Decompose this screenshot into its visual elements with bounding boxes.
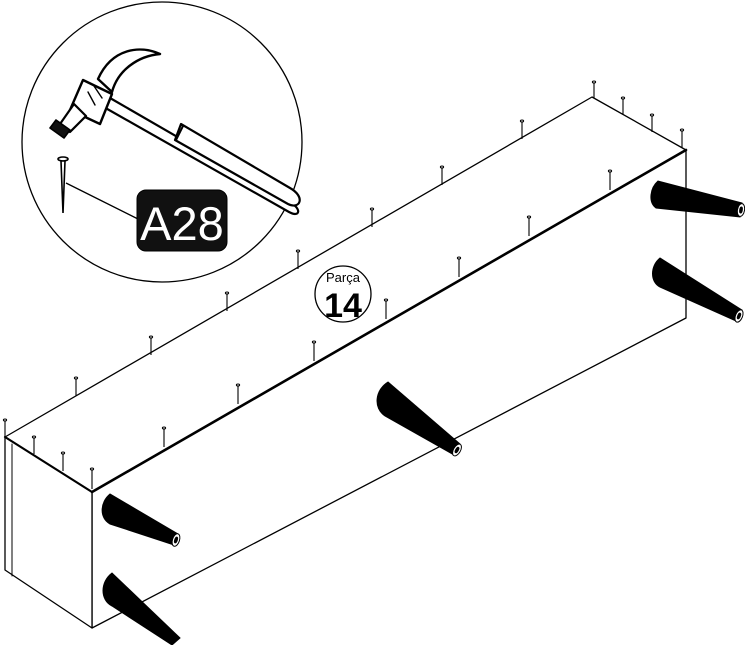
nail-icon <box>679 128 685 148</box>
nail-icon <box>2 418 8 436</box>
nails <box>2 80 685 489</box>
nail-icon <box>73 376 79 396</box>
leg <box>101 493 181 547</box>
panel-front-edge <box>90 148 688 494</box>
leg <box>102 572 181 645</box>
nail-icon <box>519 119 525 139</box>
nail-icon <box>620 96 626 115</box>
tool-callout: A28 <box>21 1 303 283</box>
nail-icon <box>235 383 241 404</box>
nail-icon <box>369 207 375 227</box>
nail-icon <box>60 451 66 471</box>
nail-icon <box>89 467 95 489</box>
callout-circle <box>21 1 303 283</box>
part-label: Parça 14 <box>314 265 372 325</box>
nail-icon <box>591 80 597 98</box>
nail-icon <box>383 298 389 319</box>
fastener-code-badge: A28 <box>136 189 228 252</box>
panel-front-edge-left <box>3 435 94 494</box>
leg <box>652 257 744 323</box>
leg <box>376 381 462 457</box>
nail-icon <box>649 113 655 132</box>
nail-icon <box>57 156 69 214</box>
nail-icon <box>224 291 230 311</box>
nail-icon <box>295 249 301 269</box>
hammer-icon <box>49 48 301 216</box>
part-label-caption: Parça <box>326 270 361 285</box>
nail-icon <box>311 340 317 361</box>
part-label-circle <box>314 265 372 323</box>
nail-icon <box>526 215 532 236</box>
nail-icon <box>161 426 167 447</box>
legs <box>101 180 745 645</box>
leg <box>650 180 745 218</box>
part-label-number: 14 <box>324 287 362 325</box>
nail-icon <box>439 165 445 185</box>
nail-icon <box>31 435 37 454</box>
nail-icon <box>148 335 154 355</box>
callout-leader <box>65 182 143 222</box>
nail-icon <box>456 256 462 277</box>
nail-icon <box>607 169 613 190</box>
fastener-code: A28 <box>140 197 224 250</box>
